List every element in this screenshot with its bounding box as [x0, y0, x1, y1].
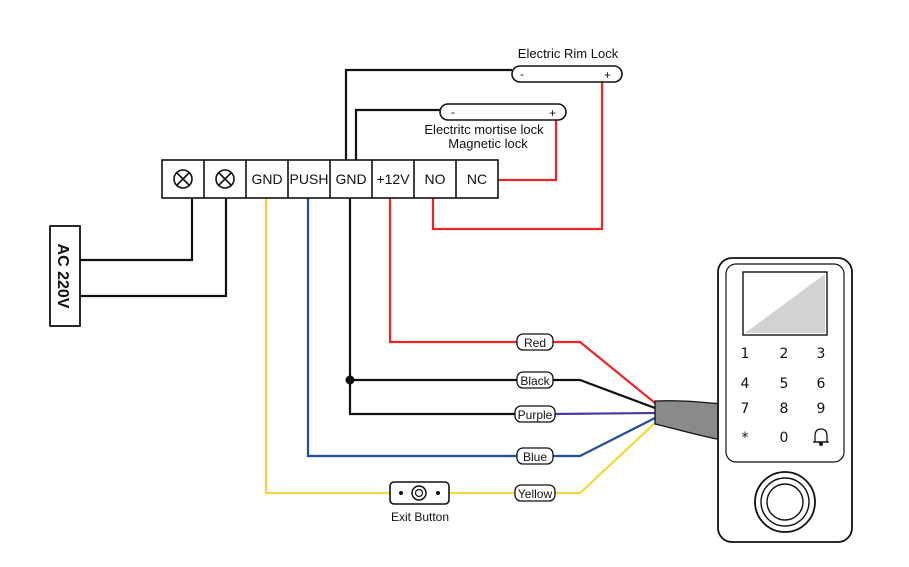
- terminal-block: GND PUSH GND +12V NO NC: [161, 159, 499, 199]
- wire-label-yellow: Yellow: [514, 484, 556, 502]
- wire-blue: [306, 198, 518, 458]
- rim-lock: Electric Rim Lock - +: [511, 46, 623, 83]
- terminal-label-12v: +12V: [376, 171, 410, 187]
- wire-label-blue: Blue: [516, 447, 554, 465]
- wire-label-red: Red: [516, 333, 554, 351]
- wire-label-black: Black: [516, 371, 554, 389]
- mortise-lock-plus: +: [549, 106, 556, 120]
- key-1: 1: [741, 346, 750, 362]
- terminal-label-gnd-1: GND: [251, 171, 282, 187]
- wire-purple-keypad-side: [551, 411, 656, 416]
- key-9: 9: [817, 401, 826, 417]
- rim-lock-label: Electric Rim Lock: [518, 46, 619, 61]
- wire-gnd-to-rim-lock: [344, 68, 512, 160]
- key-star: *: [742, 430, 749, 446]
- svg-text:Blue: Blue: [523, 450, 547, 464]
- wire-blue-keypad-side: [552, 417, 656, 458]
- wire-label-purple: Purple: [514, 405, 556, 423]
- key-5: 5: [780, 376, 789, 392]
- fingerprint-reader: [754, 471, 816, 533]
- wire-black-keypad-side: [552, 378, 656, 410]
- mortise-lock-label-2: Magnetic lock: [448, 136, 528, 151]
- wire-nc-to-mortise-plus: [498, 120, 558, 182]
- keypad-cable: [654, 400, 723, 441]
- junction-dot: [345, 375, 355, 385]
- mortise-lock-minus: -: [451, 105, 455, 119]
- rim-lock-minus: -: [520, 67, 524, 81]
- key-2: 2: [780, 346, 789, 362]
- power-label: AC 220V: [54, 244, 71, 309]
- wire-12v-to-mortise-lock: [354, 108, 440, 160]
- svg-text:Black: Black: [520, 374, 550, 388]
- svg-text:Yellow: Yellow: [518, 487, 553, 501]
- screw-terminal-icon: [173, 169, 193, 189]
- ac-wire-top: [80, 198, 194, 262]
- ac-wire-bottom: [80, 198, 228, 298]
- svg-text:Red: Red: [524, 336, 546, 350]
- keypad-device: 1 2 3 4 5 6 7 8 9 * 0: [717, 257, 853, 543]
- wire-yellow-keypad-side: [552, 422, 656, 495]
- mortise-lock-label-1: Electritc mortise lock: [424, 122, 544, 137]
- svg-text:Purple: Purple: [518, 408, 553, 422]
- terminal-label-no: NO: [425, 171, 446, 187]
- bell-icon: [813, 428, 829, 446]
- key-0: 0: [780, 430, 789, 446]
- wire-layer: [80, 68, 656, 495]
- terminal-label-nc: NC: [467, 171, 487, 187]
- power-supply-box: AC 220V: [49, 225, 81, 327]
- wire-black: [348, 198, 518, 416]
- wire-red-keypad-side: [552, 340, 656, 404]
- exit-button-label: Exit Button: [391, 510, 449, 524]
- key-8: 8: [780, 401, 789, 417]
- key-7: 7: [741, 401, 750, 417]
- terminal-label-gnd-2: GND: [335, 171, 366, 187]
- terminal-label-push: PUSH: [290, 171, 329, 187]
- wire-red: [388, 198, 518, 344]
- keypad-screen: [742, 271, 828, 336]
- key-4: 4: [741, 376, 750, 392]
- key-6: 6: [817, 376, 826, 392]
- exit-button: Exit Button: [389, 481, 450, 524]
- mortise-lock: - + Electritc mortise lock Magnetic lock: [424, 103, 567, 151]
- screw-terminal-icon: [215, 169, 235, 189]
- wire-no-to-rim-plus: [431, 82, 604, 231]
- wire-yellow: [264, 198, 390, 495]
- wire-labels: Red Black Purple Blue Yellow: [514, 333, 556, 502]
- key-3: 3: [817, 346, 826, 362]
- rim-lock-plus: +: [604, 68, 611, 82]
